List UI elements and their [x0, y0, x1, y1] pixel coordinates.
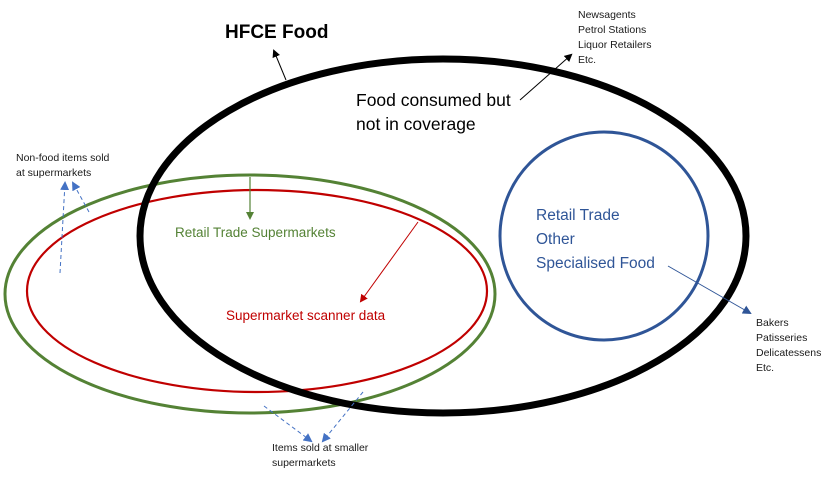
newsagents-arrow [519, 53, 573, 101]
newsagents-list: Newsagents Petrol Stations Liquor Retail… [578, 8, 652, 68]
other-specialised-line-2: Other [536, 231, 575, 248]
retail-supermarkets-ellipse [3, 173, 497, 415]
scanner-data-ellipse [25, 188, 489, 394]
smaller-supermarkets-dashed-arrow-2 [321, 391, 364, 443]
smaller-supermarkets-label: Items sold at smaller supermarkets [272, 441, 368, 471]
food-not-in-coverage-label: Food consumed but not in coverage [356, 88, 511, 136]
non-food-line-2: at supermarkets [16, 167, 92, 179]
food-not-in-coverage-line-2: not in coverage [356, 114, 476, 134]
smaller-supermarkets-line-1: Items sold at smaller [272, 442, 369, 454]
food-not-in-coverage-line-1: Food consumed but [356, 90, 511, 110]
non-food-dashed-arrow-2 [72, 181, 90, 213]
smaller-supermarkets-dashed-arrow-1 [263, 405, 313, 443]
other-specialised-line-1: Retail Trade [536, 207, 620, 224]
non-food-items-label: Non-food items sold at supermarkets [16, 151, 109, 181]
newsagents-item: Liquor Retailers [578, 39, 652, 51]
bakers-item: Bakers [756, 317, 789, 329]
bakers-item: Patisseries [756, 332, 808, 344]
bakers-arrow [667, 265, 752, 314]
newsagents-item: Etc. [578, 54, 597, 66]
hfce-food-ellipse [136, 55, 750, 417]
other-specialised-circle [498, 130, 710, 342]
smaller-supermarkets-line-2: supermarkets [272, 457, 336, 469]
scanner-data-arrow [359, 221, 419, 303]
other-specialised-label: Retail Trade Other Specialised Food [536, 204, 655, 276]
hfce-title-arrow [272, 49, 287, 81]
scanner-data-label: Supermarket scanner data [226, 308, 386, 323]
non-food-line-1: Non-food items sold [16, 152, 110, 164]
newsagents-item: Newsagents [578, 9, 636, 21]
retail-supermarkets-label: Retail Trade Supermarkets [175, 225, 336, 240]
bakers-item: Delicatessens [756, 347, 822, 359]
non-food-dashed-arrow-1 [59, 181, 70, 274]
newsagents-item: Petrol Stations [578, 24, 647, 36]
other-specialised-line-3: Specialised Food [536, 255, 655, 272]
bakers-list: Bakers Patisseries Delicatessens Etc. [756, 316, 821, 376]
bakers-item: Etc. [756, 362, 775, 374]
hfce-food-title: HFCE Food [225, 22, 329, 43]
